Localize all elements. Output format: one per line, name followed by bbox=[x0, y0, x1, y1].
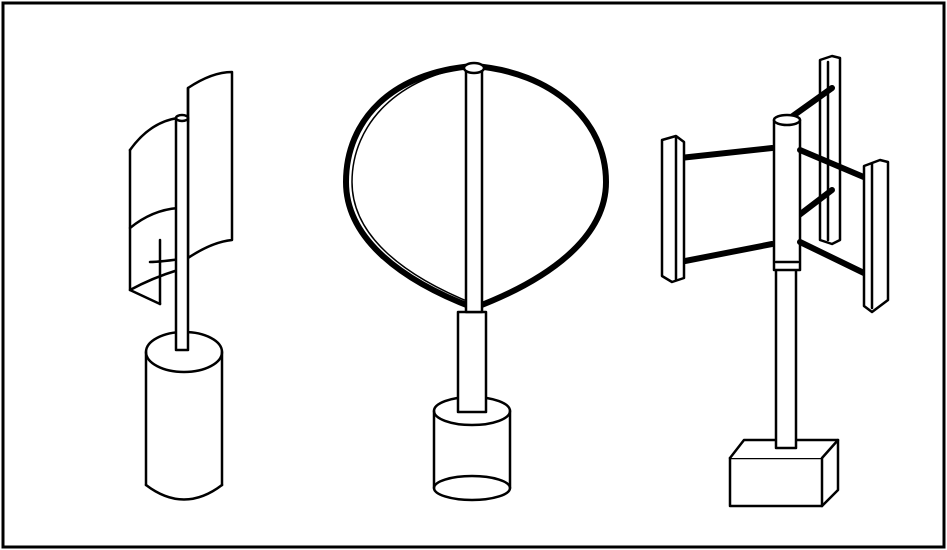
savonius-lower-blade bbox=[128, 206, 180, 306]
darrieus-blades bbox=[343, 63, 609, 311]
darrieus-turbine-drawing bbox=[343, 61, 609, 502]
savonius-turbine-drawing bbox=[128, 70, 234, 501]
h-rotor-mast bbox=[772, 113, 802, 450]
darrieus-mast bbox=[456, 310, 488, 414]
h-rotor-blade-right bbox=[862, 158, 890, 314]
h-rotor-turbine-drawing bbox=[660, 54, 890, 508]
savonius-base bbox=[144, 330, 224, 501]
h-rotor-blade-left bbox=[660, 134, 686, 284]
h-rotor-blade-back bbox=[818, 54, 842, 246]
h-rotor-base bbox=[728, 438, 840, 508]
h-rotor-arms-front bbox=[677, 145, 869, 277]
savonius-shaft bbox=[174, 113, 190, 352]
darrieus-shaft bbox=[462, 61, 486, 314]
